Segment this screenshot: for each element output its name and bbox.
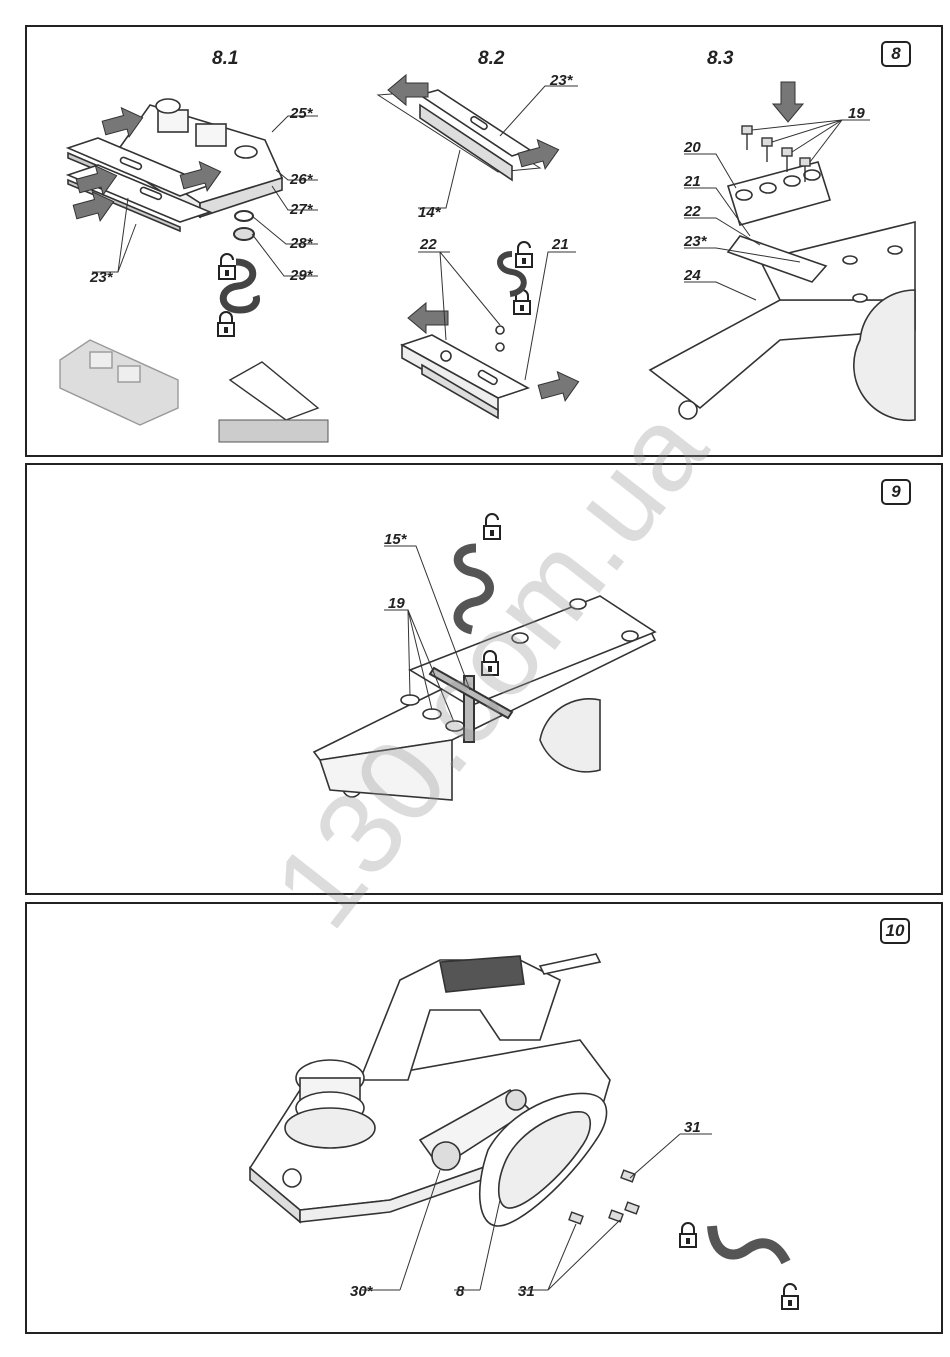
label-23-a: 23* [89,269,114,286]
label-21-a: 21 [551,236,569,253]
label-31-b: 31 [518,1283,535,1300]
label-26: 26* [289,171,314,188]
label-30: 30* [350,1283,374,1300]
label-22-b: 22 [683,203,701,220]
unlock-icon [782,1284,798,1309]
label-8: 8 [456,1283,465,1300]
unlock-icon [219,254,235,279]
label-21-b: 21 [683,173,701,190]
subfigure-title-8-1: 8.1 [212,48,238,69]
adjust-sketch [219,362,328,442]
label-24: 24 [683,267,701,284]
label-23-b: 23* [549,72,574,89]
arrow-icon [408,303,448,333]
subfigure-title-8-2: 8.2 [478,48,505,69]
holder-sketch [60,340,178,425]
wing-screw-drawing [234,228,254,240]
cover-screws-drawing [569,1170,639,1224]
label-19-a: 19 [848,105,865,122]
label-22-a: 22 [419,236,437,253]
rotation-arrow-icon [712,1226,786,1262]
label-27: 27* [289,201,314,218]
label-14: 14* [418,204,442,221]
unlock-icon [516,242,532,267]
label-31-a: 31 [684,1119,701,1136]
arrow-icon [536,367,582,406]
lock-icon [218,312,234,336]
washer-drawing [235,211,253,221]
label-29: 29* [289,267,314,284]
label-15: 15* [384,531,408,548]
label-25: 25* [289,105,314,122]
arrow-icon [773,82,803,122]
unlock-icon [484,514,500,539]
label-20: 20 [683,139,701,156]
label-23-c: 23* [683,233,708,250]
subfigure-title-8-3: 8.3 [707,48,734,69]
lock-icon [680,1223,696,1247]
label-19-b: 19 [388,595,405,612]
label-28: 28* [289,235,314,252]
